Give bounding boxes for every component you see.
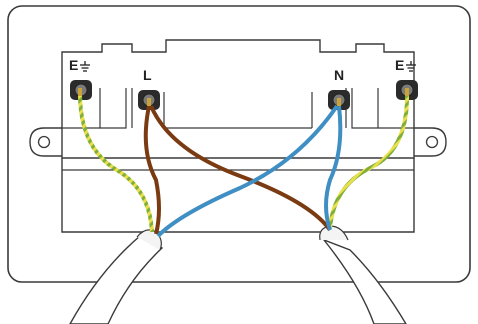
right-mounting-ear [414, 127, 447, 157]
neutral-wire-right [324, 105, 343, 231]
cable-left [69, 229, 164, 324]
earth-wire-left [78, 93, 154, 233]
label-live: L [143, 67, 152, 83]
live-wire-crossover [149, 105, 332, 232]
left-mounting-ear [29, 127, 62, 157]
terminal-dividers [99, 88, 379, 129]
earth-symbol-icon [80, 61, 90, 72]
switch-body [61, 158, 415, 233]
terminal-block [61, 39, 415, 159]
copper-ends [78, 88, 409, 106]
label-neutral: N [334, 67, 344, 83]
label-earth-left: E [69, 57, 78, 73]
label-earth-right: E [395, 57, 404, 73]
earth-symbol-icon [406, 61, 416, 72]
live-wire-left [143, 105, 161, 235]
neutral-wire-crossover [156, 104, 339, 238]
earth-wire-right [328, 93, 410, 229]
